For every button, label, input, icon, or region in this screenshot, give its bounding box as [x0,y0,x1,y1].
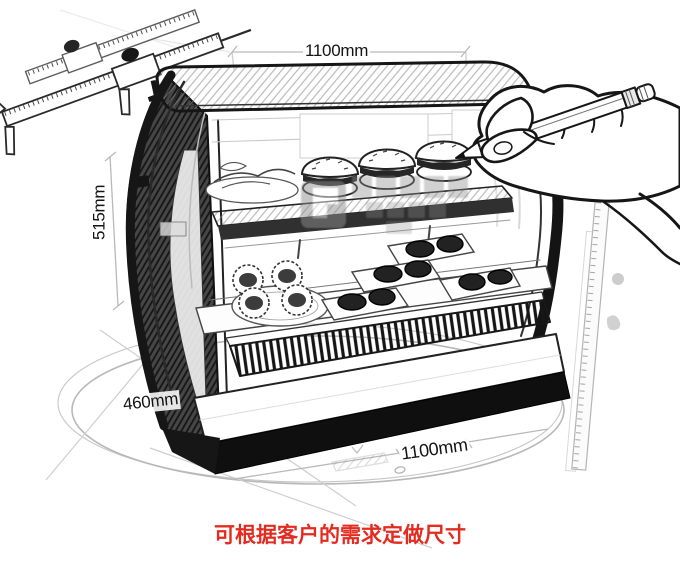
hand-holding-pencil [455,83,680,266]
customization-note: 可根据客户的需求定做尺寸 [214,523,466,547]
display-case [125,60,571,475]
gray-smudge [612,273,624,285]
egg-tarts [231,260,329,327]
pastry-trays [320,233,522,321]
vertical-ruler-icon [565,191,611,472]
dimension-label-top-width: 1100mm [303,41,371,61]
gray-smudge [606,315,621,331]
vernier-caliper-icon [0,9,252,156]
bread-plate [205,161,299,204]
watermark-logo [301,176,468,234]
dimension-label-height: 515mm [89,182,109,242]
